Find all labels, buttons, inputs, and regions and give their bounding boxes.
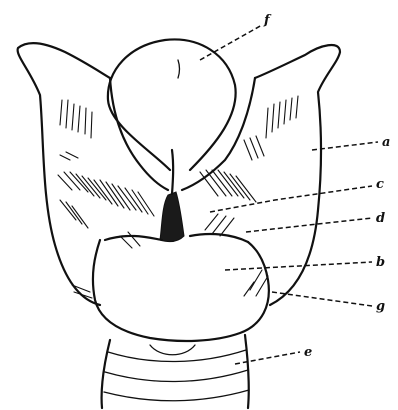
leader-lines [200, 25, 378, 364]
glottis-opening [160, 192, 184, 242]
trachea-outline [102, 335, 249, 408]
leader-d [246, 218, 372, 232]
leader-e [235, 352, 300, 364]
label-c: c [376, 177, 384, 192]
leader-c [210, 186, 372, 212]
trachea-ring-2 [105, 370, 248, 382]
left-fold-outline [110, 78, 168, 190]
trachea-ring-1 [108, 350, 246, 362]
lower-hatching [72, 232, 140, 298]
epiglottis-midline [178, 60, 180, 78]
right-hatching [200, 96, 298, 296]
label-e: e [304, 345, 312, 360]
label-g: g [376, 299, 385, 314]
right-fold-outline [182, 78, 255, 190]
trachea-ring-3 [104, 390, 249, 401]
label-d: d [376, 211, 385, 226]
leader-b [225, 262, 372, 270]
label-b: b [376, 255, 385, 270]
cricoid-cartilage-outline [93, 240, 269, 341]
trachea-notch [150, 345, 195, 355]
glottis-stem [172, 150, 173, 194]
leader-f [200, 25, 262, 60]
label-a: a [382, 135, 390, 150]
label-f: f [263, 13, 272, 28]
